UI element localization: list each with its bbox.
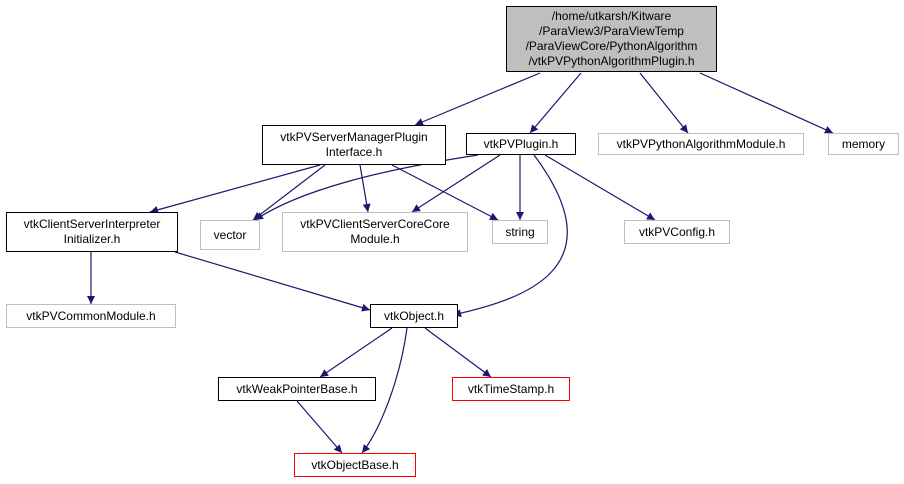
edge-plugin-to-object	[452, 154, 568, 318]
node-label-line: memory	[841, 136, 886, 151]
edge-weak-to-objbase	[296, 400, 343, 454]
node-label-line: vtkClientServerInterpreter	[23, 217, 161, 231]
node-root[interactable]: /home/utkarsh/Kitware/ParaView3/ParaView…	[506, 6, 717, 72]
node-weak[interactable]: vtkWeakPointerBase.h	[218, 377, 376, 401]
edge-root-to-plugin	[529, 72, 582, 134]
edge-root-to-smpi	[414, 72, 541, 126]
dependency-edges	[87, 72, 834, 454]
node-label-line: vtkObjectBase.h	[311, 457, 399, 472]
node-label-line: Interface.h	[325, 145, 383, 159]
edge-root-to-pymod	[639, 72, 689, 134]
node-label-line: vector	[213, 227, 247, 242]
node-label-line: vtkPVConfig.h	[638, 224, 716, 239]
node-label-line: /ParaView3/ParaViewTemp	[539, 24, 684, 38]
edge-object-to-timestamp	[424, 327, 492, 378]
node-label-line: vtkObject.h	[383, 308, 445, 323]
node-label-line: vtkPVServerManagerPlugin	[280, 130, 428, 144]
node-label-line: Initializer.h	[63, 232, 121, 246]
node-label-line: vtkPVPlugin.h	[483, 136, 559, 151]
node-label-line: vtkTimeStamp.h	[467, 381, 555, 396]
edge-object-to-objbase	[361, 327, 408, 454]
node-memory: memory	[828, 133, 899, 155]
node-timestamp[interactable]: vtkTimeStamp.h	[452, 377, 570, 401]
node-plugin[interactable]: vtkPVPlugin.h	[466, 133, 576, 155]
node-common: vtkPVCommonModule.h	[6, 304, 176, 328]
edge-csii-to-object	[174, 251, 371, 312]
node-label-line: vtkPVClientServerCoreCore	[300, 217, 450, 231]
edge-smpi-to-vector	[252, 164, 326, 221]
node-pymod: vtkPVPythonAlgorithmModule.h	[598, 133, 804, 155]
node-vector: vector	[200, 220, 260, 250]
edge-plugin-to-cscore	[411, 154, 501, 213]
node-label-line: /ParaViewCore/PythonAlgorithm	[525, 39, 698, 53]
node-object[interactable]: vtkObject.h	[370, 304, 458, 328]
edge-smpi-to-csii	[149, 164, 321, 214]
node-label-line: Module.h	[350, 232, 400, 246]
node-label-line: vtkWeakPointerBase.h	[236, 381, 358, 396]
node-label-line: vtkPVPythonAlgorithmModule.h	[616, 136, 786, 151]
edge-smpi-to-cscore	[359, 164, 371, 213]
edge-object-to-weak	[319, 327, 393, 378]
edge-smpi-to-string	[391, 164, 499, 221]
node-string: string	[492, 220, 548, 244]
node-label-line: vtkPVCommonModule.h	[26, 308, 156, 323]
edge-root-to-memory	[699, 72, 834, 134]
edge-plugin-to-config	[544, 154, 656, 221]
node-config: vtkPVConfig.h	[624, 220, 730, 244]
node-objbase[interactable]: vtkObjectBase.h	[294, 453, 416, 477]
node-label-line: /vtkPVPythonAlgorithmPlugin.h	[528, 54, 695, 68]
node-label-line: string	[505, 224, 535, 239]
node-label-line: /home/utkarsh/Kitware	[551, 9, 672, 23]
